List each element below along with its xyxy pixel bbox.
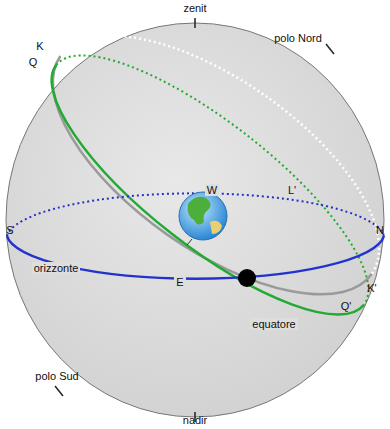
point-label: Q — [29, 56, 38, 68]
cardinal-label: N — [376, 224, 384, 236]
nadir-label: nadir — [183, 414, 207, 426]
zenith-label: zenit — [183, 2, 206, 14]
point-label: L' — [286, 184, 298, 196]
cardinal-label: S — [6, 224, 13, 236]
horizon-label: orizzonte — [32, 262, 81, 274]
point-label: K — [36, 40, 43, 52]
pole-label: polo Sud — [35, 370, 78, 382]
point-label: W — [205, 184, 219, 196]
point-label: K' — [367, 282, 376, 294]
pole-label: polo Nord — [274, 32, 322, 44]
equator-label: equatore — [250, 318, 297, 330]
cardinal-label: E — [174, 276, 185, 288]
point-label: Q' — [341, 300, 352, 312]
